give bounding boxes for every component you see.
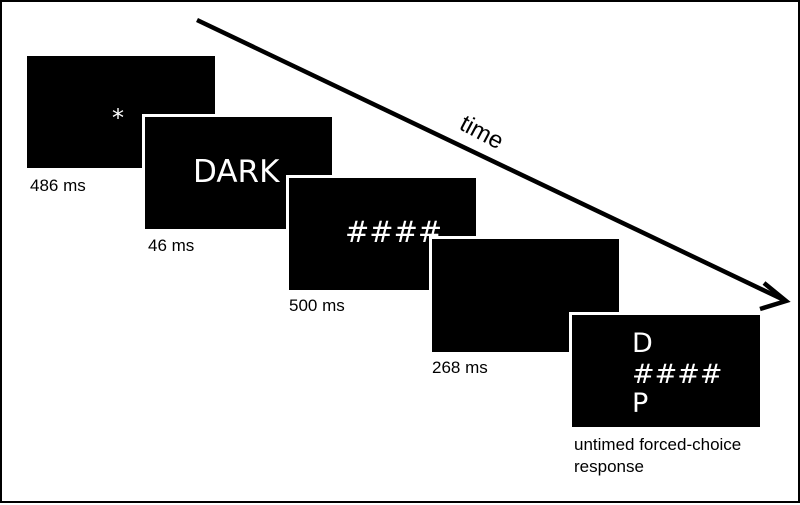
response-option-top: D [632,328,653,359]
mask-duration: 500 ms [289,296,345,315]
blank-duration: 268 ms [432,358,488,377]
mask-hashes: #### [345,215,443,249]
fixation-duration: 486 ms [30,176,86,195]
fixation-asterisk: * [112,104,124,132]
word-duration: 46 ms [148,236,195,255]
response-screen: D #### P [569,312,763,430]
target-word: DARK [193,154,280,190]
response-mask: #### [632,359,723,390]
response-option-bottom: P [632,388,649,419]
response-duration-line1: untimed forced-choice [574,435,742,454]
response-duration-line2: response [574,457,644,476]
